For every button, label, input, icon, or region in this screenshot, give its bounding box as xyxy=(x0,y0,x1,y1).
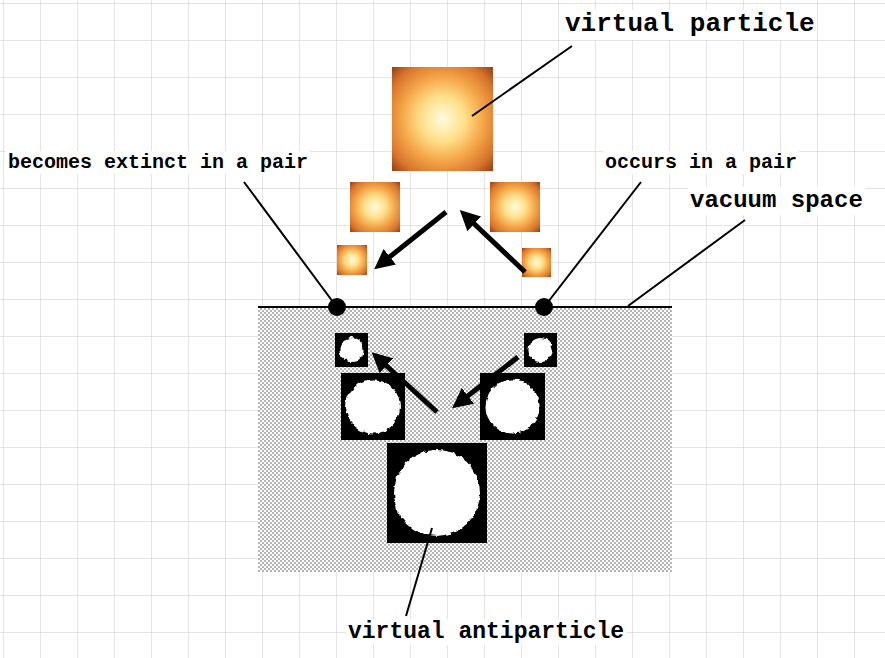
callout-label: occurs in a pair xyxy=(603,151,799,174)
antiparticle-blob xyxy=(346,380,400,434)
callout-label: vacuum space xyxy=(688,187,865,215)
leader-line xyxy=(472,46,572,116)
antiparticle-blob xyxy=(486,380,540,434)
particle-small xyxy=(337,245,367,275)
antiparticle-small xyxy=(524,333,557,367)
vacuum-region xyxy=(258,307,672,572)
antiparticle-blob xyxy=(340,338,364,362)
arrow xyxy=(379,359,437,412)
antiparticle-small xyxy=(335,333,368,367)
antiparticle-medium xyxy=(480,373,545,440)
callout-label: virtual antiparticle xyxy=(346,619,626,645)
callout-label: virtual particle xyxy=(563,10,817,40)
leader-line xyxy=(406,528,432,616)
antiparticle-large xyxy=(387,443,487,543)
arrow xyxy=(467,217,525,272)
arrow xyxy=(382,212,446,263)
leader-line xyxy=(244,182,333,302)
antiparticle-blob xyxy=(529,338,553,362)
pair-dot xyxy=(328,298,346,316)
particle-medium xyxy=(350,182,400,232)
particle-small xyxy=(522,248,551,277)
particle-medium xyxy=(490,182,540,232)
virtual-antiparticles xyxy=(335,333,557,543)
virtual-particles xyxy=(337,67,551,277)
leader-line xyxy=(628,220,745,306)
vacuum-line xyxy=(258,306,672,308)
leader-line xyxy=(548,182,641,302)
antiparticle-blob xyxy=(394,450,480,536)
leader-lines xyxy=(244,46,745,616)
cycle-arrows xyxy=(379,212,525,412)
antiparticle-medium xyxy=(341,373,405,440)
particle-large xyxy=(392,67,493,171)
callout-label: becomes extinct in a pair xyxy=(6,151,310,174)
pair-dot xyxy=(535,298,553,316)
arrow xyxy=(460,357,518,402)
